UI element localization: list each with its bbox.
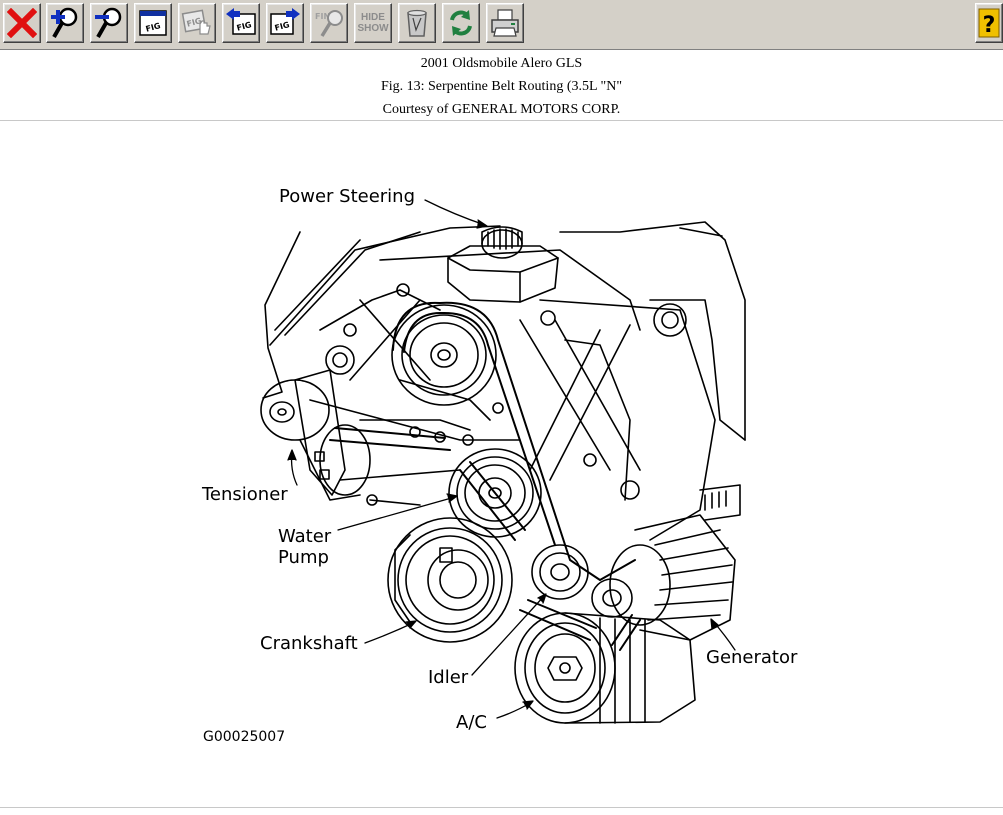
figure-caption: Fig. 13: Serpentine Belt Routing (3.5L "… [380, 79, 623, 94]
trash-can-icon [407, 9, 427, 37]
belt-routing-figure: Power Steering Tensioner Water Pump Cran… [0, 121, 1003, 810]
engine-illustration [260, 199, 746, 724]
document-header: 2001 Oldsmobile Alero GLS Fig. 13: Serpe… [0, 51, 1003, 121]
label-crankshaft: Crankshaft [260, 633, 358, 654]
help-button[interactable]: ? [975, 3, 1003, 43]
zoom-out-button[interactable] [90, 3, 128, 43]
printer-icon [491, 9, 519, 37]
clear-button[interactable] [398, 3, 436, 43]
toolbar: FIG FIG FIG FIG FIND HIDE [0, 0, 1003, 50]
svg-text:FIG: FIG [186, 16, 203, 29]
find-icon: FIND [315, 10, 343, 37]
label-generator: Generator [706, 647, 798, 668]
idler-pulley [531, 544, 633, 618]
svg-text:FIG: FIG [145, 21, 162, 34]
zoom-out-icon [95, 7, 122, 38]
previous-figure-icon: FIG [226, 8, 256, 35]
figure-code: G00025007 [203, 729, 286, 745]
label-water-pump-line2: Pump [278, 547, 329, 568]
svg-text:FIG: FIG [236, 20, 253, 33]
zoom-in-button[interactable] [46, 3, 84, 43]
serpentine-belt [329, 301, 641, 651]
power-steering-pump [391, 226, 559, 406]
next-figure-button[interactable]: FIG [266, 3, 304, 43]
ac-compressor [514, 612, 696, 724]
crankshaft-pulley [387, 517, 513, 643]
close-icon [7, 8, 37, 38]
label-power-steering: Power Steering [279, 186, 416, 207]
print-button[interactable] [486, 3, 524, 43]
next-figure-icon: FIG [270, 8, 300, 35]
courtesy-line: Courtesy of GENERAL MOTORS CORP. [382, 102, 621, 117]
label-tensioner: Tensioner [202, 484, 288, 505]
bottom-divider [0, 807, 1003, 808]
figure-select-button[interactable]: FIG [178, 3, 216, 43]
tensioner-assembly [260, 369, 371, 501]
close-button[interactable] [3, 3, 41, 43]
find-button[interactable]: FIND [310, 3, 348, 43]
svg-text:?: ? [983, 13, 996, 38]
generator [609, 484, 741, 641]
callout-leaders [287, 199, 736, 719]
hide-show-button[interactable]: HIDE SHOW [354, 3, 392, 43]
previous-figure-button[interactable]: FIG [222, 3, 260, 43]
hide-show-label: HIDE SHOW [357, 12, 389, 34]
svg-text:FIG: FIG [274, 20, 291, 33]
figure-window-icon: FIG [139, 10, 167, 36]
figure-window-button[interactable]: FIG [134, 3, 172, 43]
zoom-in-icon [51, 7, 78, 38]
label-ac: A/C [456, 712, 487, 733]
vehicle-title: 2001 Oldsmobile Alero GLS [420, 56, 583, 71]
help-icon: ? [978, 8, 1000, 38]
label-water-pump-line1: Water [278, 526, 332, 547]
refresh-button[interactable] [442, 3, 480, 43]
refresh-icon [450, 10, 472, 36]
svg-text:FIND: FIND [315, 12, 337, 21]
engine-block [262, 221, 746, 541]
figure-hand-icon: FIG [181, 9, 211, 35]
label-idler: Idler [428, 667, 469, 688]
